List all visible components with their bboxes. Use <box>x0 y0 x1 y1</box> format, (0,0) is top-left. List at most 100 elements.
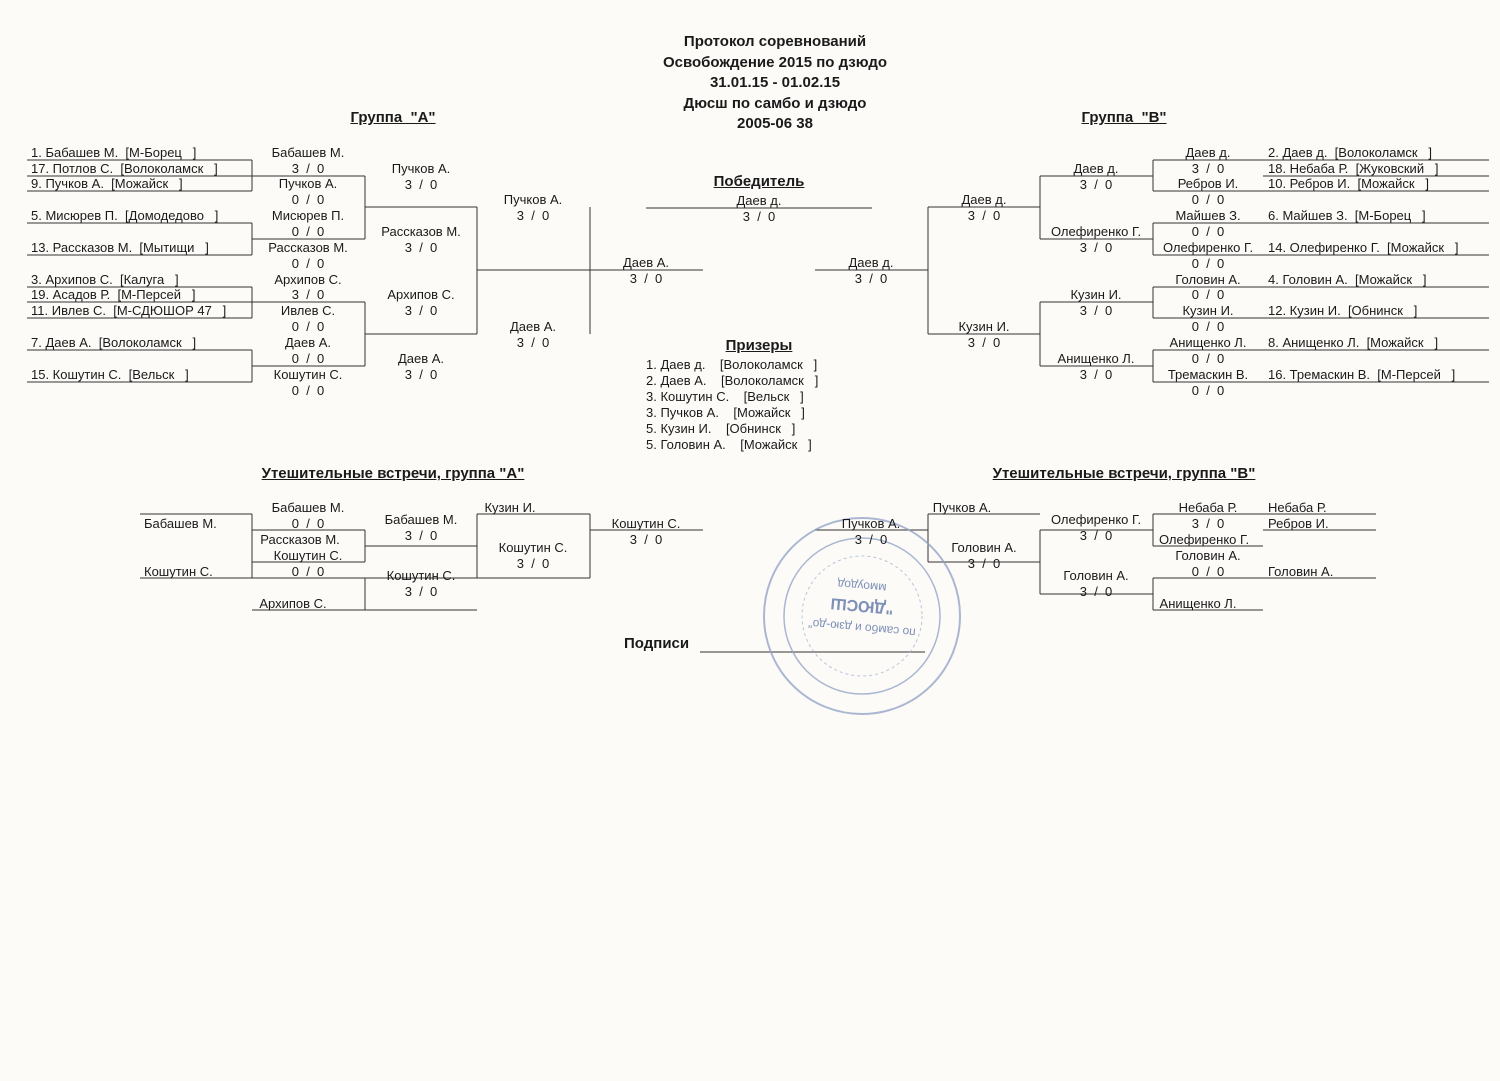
group-b-final-score: 3 / 0 <box>854 271 888 286</box>
group-a-r3-name: Даев А. <box>509 319 557 334</box>
header-category: 2005-06 38 <box>737 115 813 132</box>
group-b-entrant: 16. Тремаскин В. [М-Персей ] <box>1268 367 1456 382</box>
consolation-a-m2-top: Кошутин С. <box>273 548 343 563</box>
consolation-b-m1-score: 3 / 0 <box>1191 516 1225 531</box>
consolation-b-right2: Головин А. <box>1268 564 1334 579</box>
group-b-entrant: 10. Ребров И. [Можайск ] <box>1268 176 1429 191</box>
header-title: Протокол соревнований <box>683 33 867 50</box>
group-b-r1-name: Олефиренко Г. <box>1162 240 1254 255</box>
protocol-header: Протокол соревнований Освобождение 2015 … <box>663 32 887 135</box>
group-b-r1-score: 0 / 0 <box>1191 287 1225 302</box>
group-a-final-score: 3 / 0 <box>629 271 663 286</box>
winner-name: Даев д. <box>736 193 782 208</box>
group-a-r1-score: 0 / 0 <box>291 383 325 398</box>
consolation-b-m2-score: 0 / 0 <box>1191 564 1225 579</box>
consolation-b-right1a: Небаба Р. <box>1268 500 1327 515</box>
group-a-r2-name: Рассказов М. <box>381 224 461 239</box>
group-b-entrant: 4. Головин А. [Можайск ] <box>1268 272 1427 287</box>
header-event: Освобождение 2015 по дзюдо <box>662 53 888 71</box>
consolation-b-final-name: Пучков А. <box>841 516 901 531</box>
group-a-entrant: 17. Потлов С. [Волоколамск ] <box>31 161 218 176</box>
group-a-r1-score: 0 / 0 <box>291 256 325 271</box>
group-a-entrant: 1. Бабашев М. [М-Борец ] <box>31 145 197 160</box>
group-a-entrant: 3. Архипов С. [Калуга ] <box>31 272 179 287</box>
group-b-title: Группа "В" <box>1081 109 1167 126</box>
group-a-entrant: 19. Асадов Р. [М-Персей ] <box>31 287 196 302</box>
group-a-r3-name: Пучков А. <box>503 192 563 207</box>
group-a-r1-score: 0 / 0 <box>291 224 325 239</box>
group-a-r2-score: 3 / 0 <box>404 367 438 382</box>
group-a-r1-name: Пучков А. <box>278 176 338 191</box>
group-a-r1-name: Бабашев М. <box>271 145 345 160</box>
group-a-r1-name: Даев А. <box>284 335 332 350</box>
group-a-r1-name: Рассказов М. <box>268 240 348 255</box>
prizes-title: Призеры <box>725 337 793 354</box>
prizes-list: 1. Даев д. [Волоколамск ] 2. Даев А. [Во… <box>646 357 818 453</box>
group-b-r3-score: 3 / 0 <box>967 208 1001 223</box>
group-b-r1-name: Головин А. <box>1175 272 1241 287</box>
consolation-a-title: Утешительные встречи, группа "А" <box>261 465 525 482</box>
group-a-r2-score: 3 / 0 <box>404 240 438 255</box>
consolation-b-semi-name: Головин А. <box>951 540 1017 555</box>
group-a-r1-score: 3 / 0 <box>291 161 325 176</box>
consolation-a-w1-score: 3 / 0 <box>404 528 438 543</box>
prize-item: 5. Кузин И. [Обнинск ] <box>646 421 796 436</box>
group-a-title: Группа "А" <box>350 109 436 126</box>
group-a-r2-name: Архипов С. <box>387 287 455 302</box>
group-b-entrant: 6. Майшев З. [М-Борец ] <box>1268 208 1426 223</box>
consolation-b-title: Утешительные встречи, группа "В" <box>992 465 1256 482</box>
group-b-r1-name: Ребров И. <box>1177 176 1239 191</box>
signature-label: Подписи <box>624 635 690 652</box>
group-a-entrant: 15. Кошутин С. [Вельск ] <box>31 367 189 382</box>
consolation-a-m2-bottom: Архипов С. <box>259 596 327 611</box>
consolation-b-w1-name: Олефиренко Г. <box>1050 512 1142 527</box>
consolation-a-m1-top: Бабашев М. <box>271 500 345 515</box>
header-organizer: Дюсш по самбо и дзюдо <box>683 94 867 112</box>
group-a-r2-score: 3 / 0 <box>404 177 438 192</box>
group-b-r1-score: 0 / 0 <box>1191 256 1225 271</box>
consolation-b-m2-top: Головин А. <box>1175 548 1241 563</box>
group-b-r3-name: Кузин И. <box>958 319 1010 334</box>
consolation-a-final-score: 3 / 0 <box>629 532 663 547</box>
group-b-r1-score: 3 / 0 <box>1191 161 1225 176</box>
group-b-entrant: 18. Небаба Р. [Жуковский ] <box>1268 161 1439 176</box>
group-b-r1-score: 0 / 0 <box>1191 224 1225 239</box>
consolation-b-m1-top: Небаба Р. <box>1178 500 1238 515</box>
consolation-b-m1-bottom: Олефиренко Г. <box>1158 532 1250 547</box>
group-b-r1-name: Тремаскин В. <box>1167 367 1249 382</box>
group-b-r2-score: 3 / 0 <box>1079 177 1113 192</box>
group-b-r1-name: Анищенко Л. <box>1169 335 1247 350</box>
consolation-b-w2-name: Головин А. <box>1063 568 1129 583</box>
consolation-b-m2-bottom: Анищенко Л. <box>1159 596 1237 611</box>
group-b-entrant: 12. Кузин И. [Обнинск ] <box>1268 303 1418 318</box>
group-a-r1-name: Архипов С. <box>274 272 342 287</box>
prize-item: 1. Даев д. [Волоколамск ] <box>646 357 818 372</box>
group-b-r1-score: 0 / 0 <box>1191 192 1225 207</box>
header-dates: 31.01.15 - 01.02.15 <box>709 74 841 91</box>
winner-score: 3 / 0 <box>742 209 776 224</box>
consolation-a-m1-bottom: Рассказов М. <box>260 532 340 547</box>
stamp <box>763 517 961 715</box>
prize-item: 3. Кошутин С. [Вельск ] <box>646 389 804 404</box>
consolation-a-left2: Кошутин С. <box>144 564 213 579</box>
group-a-r1-name: Мисюрев П. <box>271 208 345 223</box>
group-b-r3-name: Даев д. <box>961 192 1007 207</box>
group-a-r1-name: Кошутин С. <box>273 367 343 382</box>
group-b-final-name: Даев д. <box>848 255 894 270</box>
group-b-r2-score: 3 / 0 <box>1079 240 1113 255</box>
group-a-r3-score: 3 / 0 <box>516 335 550 350</box>
consolation-b-final-score: 3 / 0 <box>854 532 888 547</box>
group-a-r3-score: 3 / 0 <box>516 208 550 223</box>
group-a-r2-name: Даев А. <box>397 351 445 366</box>
group-a-entrant: 11. Ивлев С. [М-СДЮШОР 47 ] <box>31 303 227 318</box>
prize-item: 5. Головин А. [Можайск ] <box>646 437 812 452</box>
consolation-a-semi-name: Кошутин С. <box>498 540 568 555</box>
group-b-r1-name: Кузин И. <box>1182 303 1234 318</box>
consolation-a-kuzin: Кузин И. <box>484 500 536 515</box>
group-a-entrant: 13. Рассказов М. [Мытищи ] <box>31 240 209 255</box>
consolation-a-w2-score: 3 / 0 <box>404 584 438 599</box>
consolation-a-w2-name: Кошутин С. <box>386 568 456 583</box>
group-b-r1-name: Даев д. <box>1185 145 1231 160</box>
